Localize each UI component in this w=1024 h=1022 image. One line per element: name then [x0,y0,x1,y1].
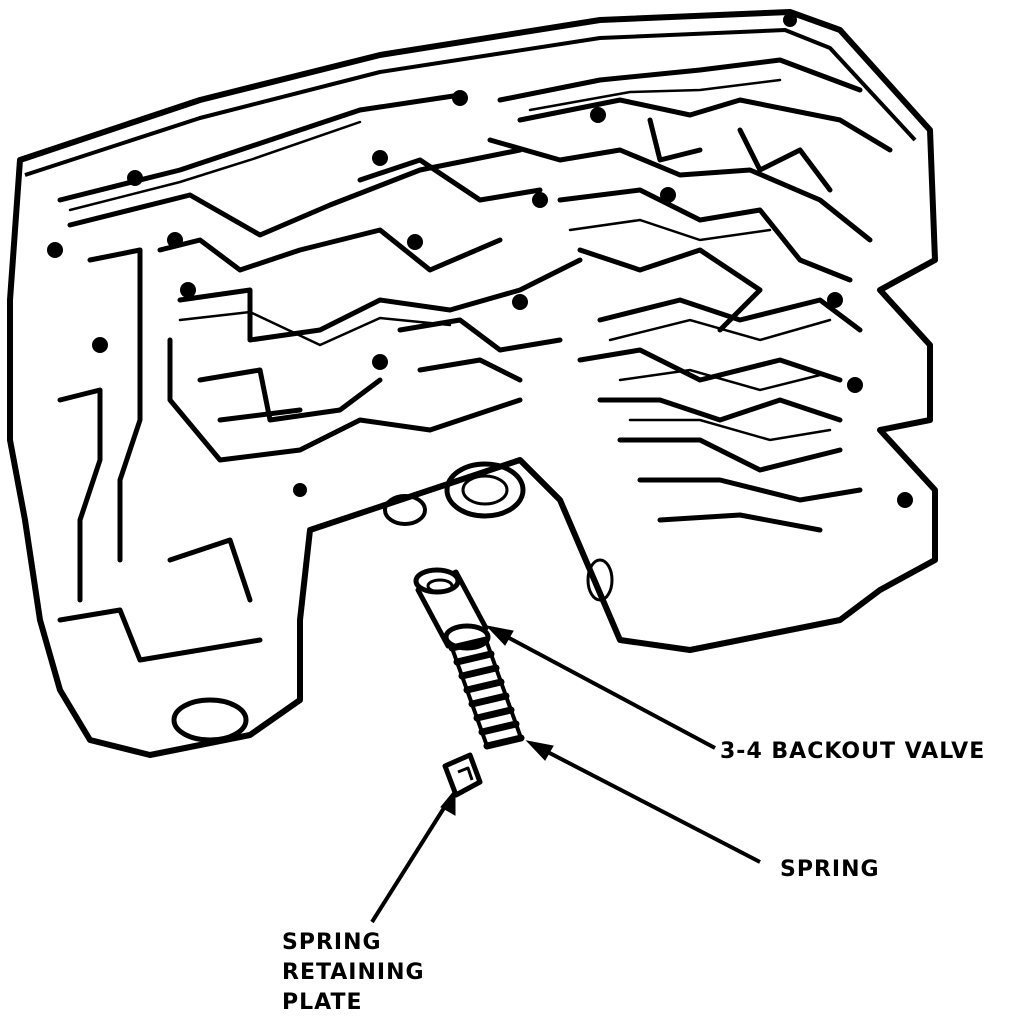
fluid-passages-thin [68,78,832,442]
label-spring: SPRING [780,857,880,882]
arrow-spring [537,745,761,864]
label-backout-valve: 3-4 BACKOUT VALVE [720,739,986,764]
label-retaining-plate: SPRING RETAINING PLATE [282,928,425,1018]
label-retaining-plate-line1: SPRING [282,930,382,955]
arrow-backout-valve [497,630,716,750]
label-retaining-plate-line2: RETAINING [282,960,425,985]
label-retaining-plate-line3: PLATE [282,990,363,1015]
valve-body [7,9,938,758]
arrow-retaining-plate [370,798,451,924]
retaining-plate-part [442,752,483,798]
bolt-holes [47,13,913,508]
spring-part [448,636,525,750]
leader-arrows [370,625,761,924]
fluid-passages [57,57,893,663]
